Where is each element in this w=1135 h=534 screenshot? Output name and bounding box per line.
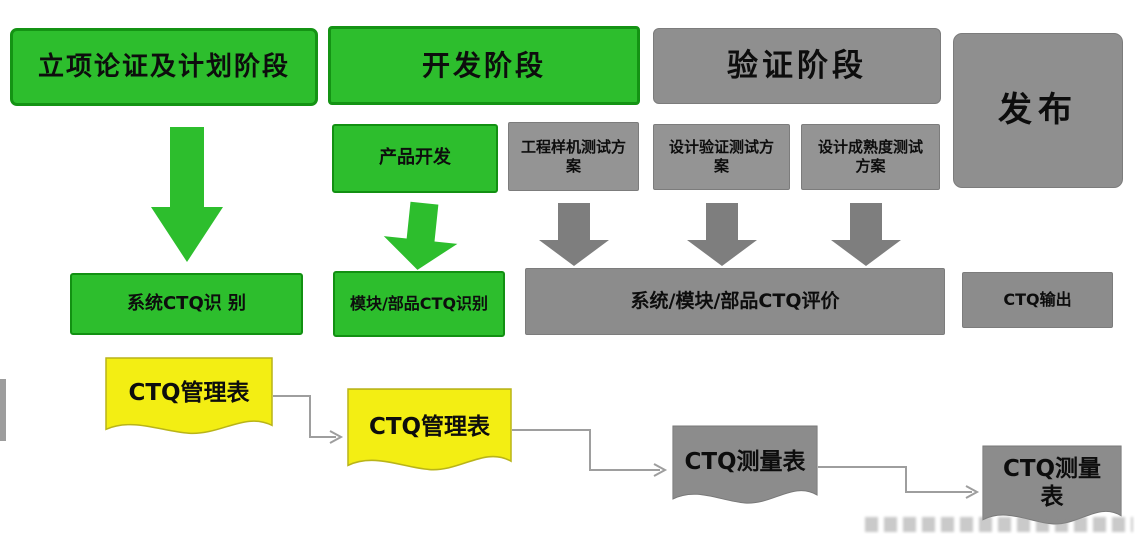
- connector-arrowhead-icon: [965, 485, 980, 499]
- ctq-box-module-identify: 模块/部品CTQ识别: [333, 271, 505, 337]
- connector-arrowhead-icon: [329, 430, 344, 444]
- doc-measure-1-label: CTQ测量表: [684, 449, 806, 476]
- doc-manage-2-label: CTQ管理表: [368, 414, 491, 441]
- green-down-arrow-icon: [383, 201, 458, 270]
- document-shape-icon: [672, 425, 818, 504]
- sub-box-design-verify-test: 设计验证测试方案: [653, 124, 790, 190]
- phase-release-label: 发布: [998, 90, 1078, 131]
- phase-development-label: 开发阶段: [421, 49, 546, 82]
- ctq-system-label: 系统CTQ识 别: [126, 292, 247, 314]
- prototype-test-label: 工程样机测试方案: [520, 137, 626, 175]
- doc-manage-1-label: CTQ管理表: [128, 380, 250, 407]
- sub-box-product-dev: 产品开发: [332, 124, 498, 193]
- gray-down-arrow-icon: [539, 203, 609, 266]
- design-maturity-test-label: 设计成熟度测试方案: [817, 138, 923, 175]
- connector-line: [512, 429, 660, 471]
- phase-box-planning: 立项论证及计划阶段: [10, 28, 318, 106]
- sub-box-design-maturity-test: 设计成熟度测试方案: [801, 124, 940, 190]
- doc-measure-2-label: CTQ测量表: [1002, 455, 1102, 510]
- phase-verification-label: 验证阶段: [727, 47, 867, 84]
- product-dev-label: 产品开发: [379, 147, 451, 169]
- document-ctq-measure-2: CTQ测量表: [982, 445, 1122, 534]
- document-ctq-manage-2: CTQ管理表: [347, 388, 512, 480]
- gray-down-arrow-icon: [687, 203, 757, 266]
- ctq-output-label: CTQ输出: [1003, 290, 1072, 309]
- document-shape-icon: [105, 357, 273, 434]
- phase-box-verification: 验证阶段: [653, 28, 941, 104]
- ctq-box-system-identify: 系统CTQ识 别: [70, 273, 303, 335]
- cutoff-shape-left-edge: [0, 379, 6, 441]
- phase-box-release: 发布: [953, 33, 1123, 188]
- design-verify-test-label: 设计验证测试方案: [668, 138, 774, 175]
- sub-box-prototype-test: 工程样机测试方案: [508, 122, 639, 191]
- ctq-evaluation-label: 系统/模块/部品CTQ评价: [630, 289, 840, 312]
- green-down-arrow-icon: [151, 127, 223, 262]
- gray-down-arrow-icon: [831, 203, 901, 266]
- watermark: [865, 517, 1133, 532]
- phase-planning-label: 立项论证及计划阶段: [37, 51, 290, 82]
- connector-line: [818, 466, 972, 493]
- connector-line: [273, 395, 336, 438]
- document-ctq-manage-1: CTQ管理表: [105, 357, 273, 443]
- phase-box-development: 开发阶段: [328, 26, 640, 105]
- document-shape-icon: [347, 388, 512, 471]
- ctq-box-evaluation: 系统/模块/部品CTQ评价: [525, 268, 945, 335]
- document-ctq-measure-1: CTQ测量表: [672, 425, 818, 513]
- ctq-box-output: CTQ输出: [962, 272, 1113, 328]
- ctq-module-label: 模块/部品CTQ识别: [349, 294, 489, 313]
- document-shape-icon: [982, 445, 1122, 525]
- connector-arrowhead-icon: [653, 463, 668, 477]
